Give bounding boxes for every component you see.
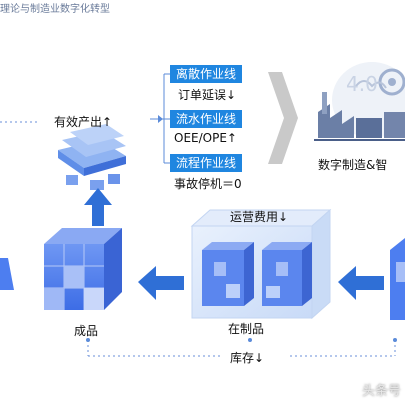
tag-flow-line: 流水作业线: [170, 110, 243, 128]
wip-block-right: [262, 242, 312, 306]
tag-discrete-line: 离散作业线: [170, 65, 243, 83]
up-arrow: [84, 188, 112, 226]
finished-goods-cube: [44, 228, 122, 310]
big-chevron-arrow: [268, 72, 298, 164]
detail-zero-downtime: 事故停机＝0: [174, 177, 242, 191]
raw-material-cube-partial: [390, 238, 405, 320]
left-arrow-right: [338, 266, 384, 300]
watermark: 头条号: [361, 384, 401, 399]
left-arrow-mid: [138, 266, 184, 300]
left-partial-cube: [0, 258, 14, 290]
label-inventory: 库存↓: [230, 351, 265, 365]
label-finished-goods: 成品: [74, 324, 99, 338]
bracket-arrow: [158, 115, 163, 123]
tag-process-line: 流程作业线: [170, 154, 243, 172]
page-title: 理论与制造业数字化转型: [0, 4, 110, 15]
detail-order-delay: 订单延误↓: [178, 88, 237, 102]
wip-glass-box: [190, 208, 332, 320]
wip-block-left: [202, 242, 254, 306]
detail-oee-ope: OEE/OPE↑: [174, 131, 237, 145]
label-effective-output: 有效产出↑: [54, 115, 113, 129]
factory-illustration-icon: [314, 62, 405, 141]
label-wip: 在制品: [228, 322, 265, 336]
label-digital-manufacturing: 数字制造&智: [318, 158, 388, 172]
version-badge: 4.0: [346, 72, 378, 96]
money-stack-icon: [58, 124, 126, 190]
label-operating-cost: 运营费用↓: [230, 210, 289, 224]
